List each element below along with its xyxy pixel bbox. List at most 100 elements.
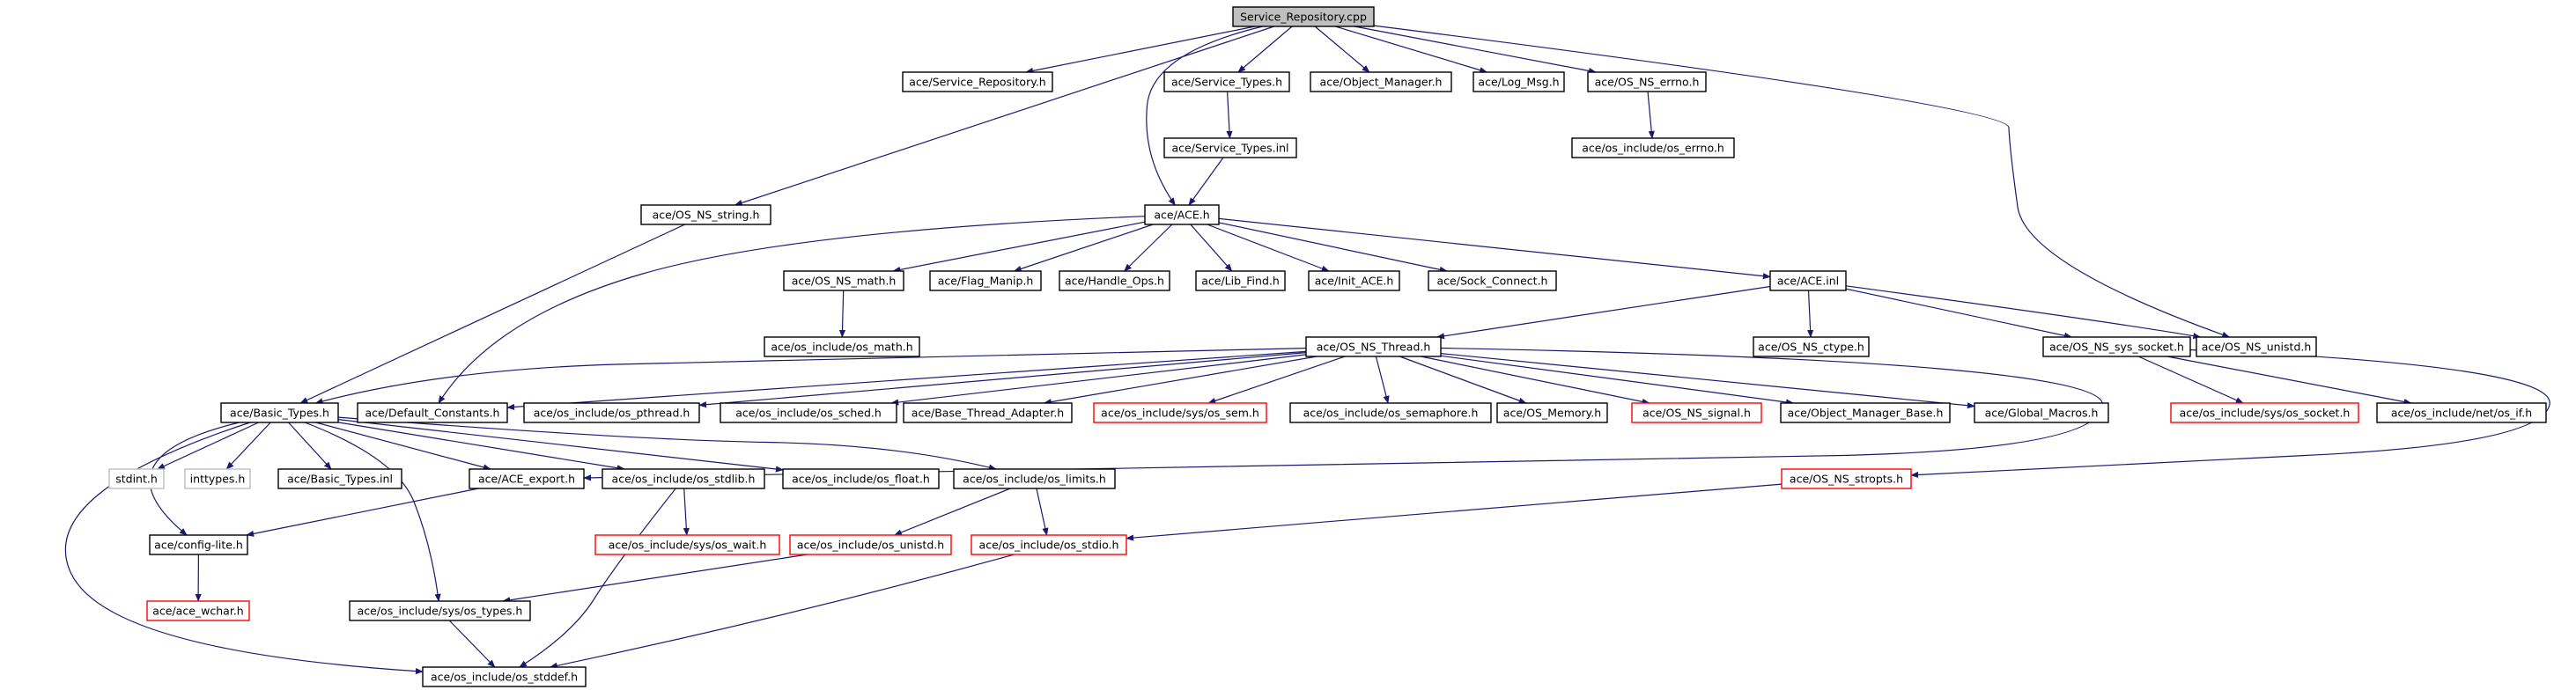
- edge-os_stdlib_h-to-os_stddef_h: [519, 488, 676, 668]
- node-log-msg-h[interactable]: ace/Log_Msg.h: [1473, 71, 1565, 92]
- node-init-ace-h[interactable]: ace/Init_ACE.h: [1308, 270, 1400, 291]
- node-svc-types-inl[interactable]: ace/Service_Types.inl: [1163, 137, 1297, 158]
- node-label: inttypes.h: [190, 473, 246, 486]
- edge-os_ns_thread_h-to-os_semaphore_h: [1375, 356, 1390, 404]
- node-os-pthread-h[interactable]: ace/os_include/os_pthread.h: [523, 402, 700, 423]
- node-os-ns-string-h[interactable]: ace/OS_NS_string.h: [640, 204, 771, 225]
- node-os-ns-errno-h[interactable]: ace/OS_NS_errno.h: [1587, 71, 1707, 92]
- node-label: ace/Object_Manager_Base.h: [1788, 407, 1944, 420]
- edge-os_ns_thread_h-to-default_constants_h: [506, 350, 1307, 411]
- node-os-memory-h[interactable]: ace/OS_Memory.h: [1496, 402, 1608, 423]
- node-label: ace/config-lite.h: [154, 539, 243, 552]
- node-stdint-h[interactable]: stdint.h: [108, 468, 165, 489]
- edge-root-to-obj_mgr_h: [1314, 26, 1370, 73]
- node-flag-manip-h[interactable]: ace/Flag_Manip.h: [929, 270, 1042, 291]
- edge-basic_types_h-to-stdint_h: [156, 422, 259, 470]
- node-label: ace/Default_Constants.h: [365, 407, 500, 420]
- edge-basic_types_h-to-basic_types_inl: [288, 422, 332, 470]
- node-box: [1974, 402, 2109, 423]
- node-box: [902, 71, 1053, 92]
- node-basic-types-inl[interactable]: ace/Basic_Types.inl: [277, 468, 402, 489]
- node-os-sched-h[interactable]: ace/os_include/os_sched.h: [720, 402, 897, 423]
- node-box: [108, 468, 165, 489]
- node-obj-mgr-h[interactable]: ace/Object_Manager.h: [1310, 71, 1452, 92]
- node-box: [1232, 6, 1375, 27]
- node-box: [1428, 270, 1557, 291]
- edge-ace_h-to-sock_connect_h: [1218, 222, 1448, 273]
- node-os-stddef-h[interactable]: ace/os_include/os_stddef.h: [422, 666, 587, 687]
- edge-svc_types_inl-to-ace_h: [1188, 157, 1224, 206]
- edge-os_ns_sys_socket_h-to-net_os_if_h: [2166, 356, 2412, 406]
- node-sys-os-socket-h[interactable]: ace/os_include/sys/os_socket.h: [2170, 402, 2359, 423]
- node-os-unistd-h[interactable]: ace/os_include/os_unistd.h: [789, 534, 952, 555]
- node-net-os-if-h[interactable]: ace/os_include/net/os_if.h: [2376, 402, 2547, 423]
- node-label: ace/Base_Thread_Adapter.h: [912, 407, 1064, 420]
- edge-os_ns_thread_h-to-os_sched_h: [890, 354, 1307, 406]
- node-label: ace/Service_Repository.h: [909, 76, 1045, 89]
- node-box: [149, 534, 248, 555]
- node-os-math-h[interactable]: ace/os_include/os_math.h: [764, 336, 920, 357]
- node-sys-os-wait-h[interactable]: ace/os_include/sys/os_wait.h: [594, 534, 780, 555]
- node-label: ace/OS_NS_errno.h: [1595, 76, 1700, 89]
- node-root[interactable]: Service_Repository.cpp: [1232, 6, 1375, 27]
- node-label: ace/Init_ACE.h: [1315, 275, 1394, 288]
- node-label: ace/os_include/sys/os_types.h: [358, 605, 523, 618]
- node-svc-types-h[interactable]: ace/Service_Types.h: [1163, 71, 1290, 92]
- node-config-lite-h[interactable]: ace/config-lite.h: [149, 534, 248, 555]
- node-os-ns-thread-h[interactable]: ace/OS_NS_Thread.h: [1305, 336, 1442, 357]
- node-default-constants-h[interactable]: ace/Default_Constants.h: [357, 402, 508, 423]
- edge-ace_h-to-default_constants_h: [438, 216, 1146, 404]
- node-os-limits-h[interactable]: ace/os_include/os_limits.h: [953, 468, 1116, 489]
- node-ace-export-h[interactable]: ace/ACE_export.h: [469, 468, 585, 489]
- node-global-macros-h[interactable]: ace/Global_Macros.h: [1974, 402, 2109, 423]
- node-box: [469, 468, 585, 489]
- node-box: [602, 468, 765, 489]
- node-box: [2170, 402, 2359, 423]
- node-box: [1144, 204, 1220, 225]
- node-os-sem-h[interactable]: ace/os_include/sys/os_sem.h: [1093, 402, 1267, 423]
- edge-os_ns_thread_h-to-os_ns_signal_h: [1421, 356, 1650, 405]
- node-lib-find-h[interactable]: ace/Lib_Find.h: [1195, 270, 1286, 291]
- node-os-semaphore-h[interactable]: ace/os_include/os_semaphore.h: [1289, 402, 1492, 423]
- node-os-errno-h[interactable]: ace/os_include/os_errno.h: [1571, 137, 1735, 158]
- node-os-ns-ctype-h[interactable]: ace/OS_NS_ctype.h: [1753, 336, 1870, 357]
- edge-os_ns_thread_h-to-os_sem_h: [1207, 356, 1346, 404]
- node-inttypes-h[interactable]: inttypes.h: [184, 468, 251, 489]
- node-ace-inl[interactable]: ace/ACE.inl: [1769, 270, 1847, 291]
- node-box: [1305, 336, 1442, 357]
- edge-os_ns_string_h-to-basic_types_h: [299, 224, 686, 404]
- edge-ace_export_h-to-config_lite_h: [246, 488, 479, 537]
- node-label: ace/Service_Types.h: [1171, 76, 1282, 89]
- node-os-stdlib-h[interactable]: ace/os_include/os_stdlib.h: [602, 468, 765, 489]
- node-os-ns-signal-h[interactable]: ace/OS_NS_signal.h: [1631, 402, 1762, 423]
- node-os-ns-sys-socket-h[interactable]: ace/OS_NS_sys_socket.h: [2042, 336, 2191, 357]
- node-handle-ops-h[interactable]: ace/Handle_Ops.h: [1059, 270, 1170, 291]
- node-os-ns-math-h[interactable]: ace/OS_NS_math.h: [783, 270, 904, 291]
- node-basic-types-h[interactable]: ace/Basic_Types.h: [220, 402, 339, 423]
- node-sock-connect-h[interactable]: ace/Sock_Connect.h: [1428, 270, 1557, 291]
- node-label: ace/ACE.inl: [1777, 275, 1839, 288]
- node-box: [2042, 336, 2191, 357]
- node-box: [971, 534, 1127, 555]
- node-box: [929, 270, 1042, 291]
- node-os-ns-unistd-h[interactable]: ace/OS_NS_unistd.h: [2196, 336, 2317, 357]
- node-ace-h[interactable]: ace/ACE.h: [1144, 204, 1220, 225]
- node-box: [594, 534, 780, 555]
- node-label: ace/Basic_Types.h: [230, 407, 329, 420]
- node-box: [1473, 71, 1565, 92]
- node-os-float-h[interactable]: ace/os_include/os_float.h: [782, 468, 940, 489]
- node-os-ns-stropts-h[interactable]: ace/OS_NS_stropts.h: [1781, 468, 1912, 489]
- node-sys-os-types-h[interactable]: ace/os_include/sys/os_types.h: [349, 600, 531, 621]
- node-os-stdio-h[interactable]: ace/os_include/os_stdio.h: [971, 534, 1127, 555]
- node-base-thread-adapter-h[interactable]: ace/Base_Thread_Adapter.h: [903, 402, 1073, 423]
- edge-ace_h-to-os_ns_math_h: [892, 221, 1146, 273]
- edge-root-to-svc_types_h: [1237, 26, 1293, 73]
- node-obj-mgr-base-h[interactable]: ace/Object_Manager_Base.h: [1780, 402, 1951, 423]
- edge-os_unistd_h-to-sys_os_types_h: [502, 554, 808, 604]
- node-label: ace/os_include/os_errno.h: [1582, 142, 1724, 155]
- edge-os_ns_thread_h-to-global_macros_h: [1440, 353, 1975, 409]
- node-ace-wchar-h[interactable]: ace/ace_wchar.h: [146, 600, 250, 621]
- node-svc-repo-h[interactable]: ace/Service_Repository.h: [902, 71, 1053, 92]
- node-box: [277, 468, 402, 489]
